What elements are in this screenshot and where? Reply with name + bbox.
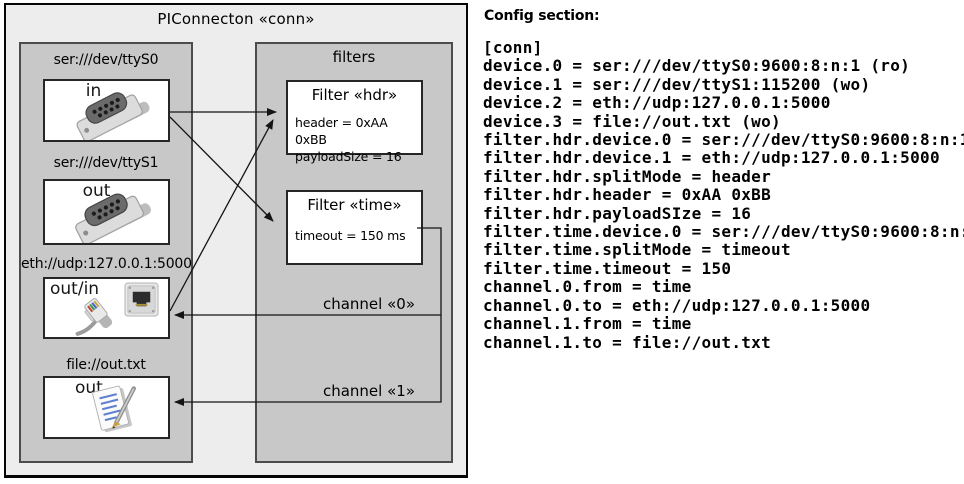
device-port-label: out/in [50, 279, 100, 299]
channel-0-label: channel «0» [322, 295, 415, 313]
ethernet-port-icon [124, 282, 159, 317]
device-port-label: out [82, 181, 111, 201]
device-address-eth: eth://udp:127.0.0.1:5000 [21, 256, 192, 272]
device-address-file: file://out.txt [66, 357, 146, 373]
config-panel: Config section: [conn] device.0 = ser://… [483, 0, 964, 484]
diagram-title: PIConnecton «conn» [157, 10, 315, 28]
device-port-label: in [85, 81, 102, 101]
config-heading: Config section: [484, 8, 600, 24]
devices-group: ser:///dev/ttyS0 in [19, 42, 193, 463]
serial-connector-icon [76, 92, 150, 140]
filter-properties: header = 0xAA 0xBB payloadSize = 16 [295, 115, 402, 164]
device-box-file: out [43, 376, 170, 439]
filters-group: filters Filter «hdr» header = 0xAA 0xBB … [255, 42, 453, 463]
device-box-ttys0: in [43, 79, 170, 142]
device-address-ttys1: ser:///dev/ttyS1 [53, 155, 159, 171]
filters-group-title: filters [332, 48, 376, 66]
config-text: [conn] device.0 = ser:///dev/ttyS0:9600:… [483, 38, 964, 352]
filter-properties: timeout = 150 ms [295, 228, 406, 243]
filter-title: Filter «hdr» [311, 86, 398, 104]
connector-component-box: PIConnecton «conn» ser:///dev/ttyS0 in [4, 3, 468, 478]
device-address-ttys0: ser:///dev/ttyS0 [53, 52, 159, 68]
device-box-ttys1: out [43, 179, 170, 245]
filter-title: Filter «time» [307, 196, 402, 214]
filter-box-time: Filter «time» timeout = 150 ms [286, 190, 423, 265]
serial-connector-icon [75, 193, 151, 243]
device-box-eth: out/in [43, 277, 170, 339]
filter-box-hdr: Filter «hdr» header = 0xAA 0xBB payloadS… [286, 80, 423, 164]
ethernet-plug-icon [75, 298, 113, 336]
channel-1-label: channel «1» [322, 382, 415, 400]
notepad-pen-icon [92, 385, 136, 433]
